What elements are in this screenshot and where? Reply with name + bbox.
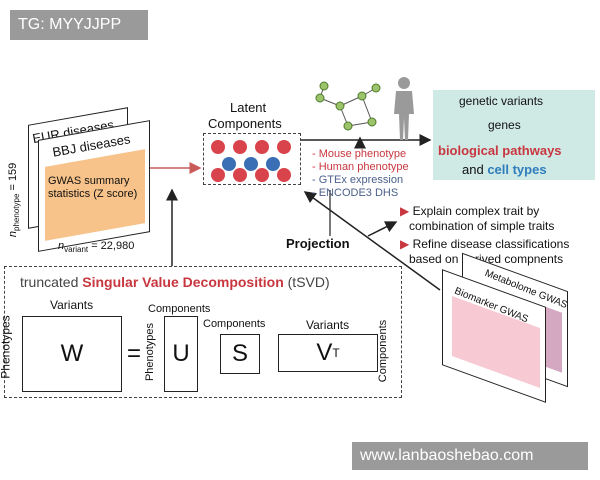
matrix-w: W: [22, 316, 122, 392]
latent-components-box: [203, 133, 301, 185]
outcome-2-bullet-icon: ▶: [400, 237, 410, 251]
arrow-projection-to-latent: [303, 191, 441, 291]
matrix-u: U: [164, 316, 198, 392]
svd-title: truncated Singular Value Decomposition (…: [20, 274, 330, 290]
outcome-2-line-1: ▶ Refine disease classifications: [400, 237, 569, 251]
gwas-line-1: GWAS summary: [48, 175, 130, 187]
outcome-1-line-1: ▶ Explain complex trait by: [400, 204, 539, 218]
equals-sign: =: [127, 340, 142, 367]
n-variant-label: nvariant = 22,980: [58, 240, 134, 254]
vt-components-label: Components: [377, 319, 390, 383]
n-variant-value: = 22,980: [88, 240, 135, 252]
vt-superscript: T: [332, 346, 340, 360]
n-variant-symbol: n: [58, 240, 65, 252]
gtex-expression: - GTEx expression: [312, 174, 404, 186]
arrow-projection-to-outcomes: [367, 221, 398, 237]
watermark-top: TG: MYYJJPP: [10, 10, 148, 40]
n-phenotype-value: = 159: [6, 162, 19, 194]
n-phenotype-label: nphenotype = 159: [7, 117, 21, 237]
outcome-1-bullet-icon: ▶: [400, 204, 410, 218]
w-phenotypes-label: Phenotypes: [0, 315, 13, 379]
latent-title-line-1: Latent: [230, 100, 267, 115]
w-variants-label: Variants: [50, 298, 94, 312]
projection-label: Projection: [286, 236, 350, 251]
latent-dot: [233, 168, 247, 182]
cell-types-label: cell types: [487, 162, 547, 177]
matrix-s: S: [220, 334, 260, 374]
latent-dot: [233, 140, 247, 154]
latent-dot: [211, 168, 225, 182]
cell-types-and: and: [462, 162, 488, 177]
v-variants-label: Variants: [306, 318, 350, 332]
watermark-bottom: www.lanbaoshebao.com: [352, 442, 588, 470]
latent-dot: [277, 168, 291, 182]
u-phenotypes-label: Phenotypes: [144, 322, 157, 382]
outcome-2-line-2: based on derived compnents: [409, 252, 564, 266]
latent-dot: [211, 140, 225, 154]
latent-dot: [255, 140, 269, 154]
human-phenotype: - Human phenotype: [312, 161, 409, 173]
latent-dot: [255, 168, 269, 182]
svd-title-bold: Singular Value Decomposition: [82, 274, 284, 290]
svd-title-prefix: truncated: [20, 274, 83, 290]
outcome-1-line-2: combination of simple traits: [409, 219, 555, 233]
outcome-2-text-1: Refine disease classifications: [412, 237, 570, 251]
n-phenotype-sub: phenotype: [12, 193, 22, 231]
latent-dot: [277, 140, 291, 154]
n-variant-sub: variant: [64, 245, 89, 255]
mouse-phenotype: - Mouse phenotype: [312, 148, 407, 160]
gwas-line-2: statistics (Z score): [48, 188, 138, 200]
biology-box: [433, 90, 595, 180]
genes-label: genes: [488, 118, 521, 132]
latent-dot: [222, 157, 236, 171]
encode-dhs: - ENCODE3 DHS: [312, 187, 399, 199]
biological-pathways-label: biological pathways: [438, 143, 562, 158]
vt-letter: V: [316, 339, 333, 366]
outcome-1-text-1: Explain complex trait by: [412, 204, 540, 218]
latent-title-line-2: Components: [208, 116, 282, 131]
gene-network-icon: [315, 81, 381, 131]
cell-types-line: and cell types: [462, 162, 547, 177]
s-components-label: Components: [203, 318, 266, 330]
u-components-label: Components: [148, 303, 211, 315]
svd-box: [4, 266, 402, 398]
n-phenotype-symbol: n: [6, 230, 19, 238]
svd-title-suffix: (tSVD): [283, 274, 330, 290]
genetic-variants-label: genetic variants: [459, 94, 544, 108]
latent-dot: [266, 157, 280, 171]
human-body-icon: [394, 77, 414, 140]
latent-dot: [244, 157, 258, 171]
